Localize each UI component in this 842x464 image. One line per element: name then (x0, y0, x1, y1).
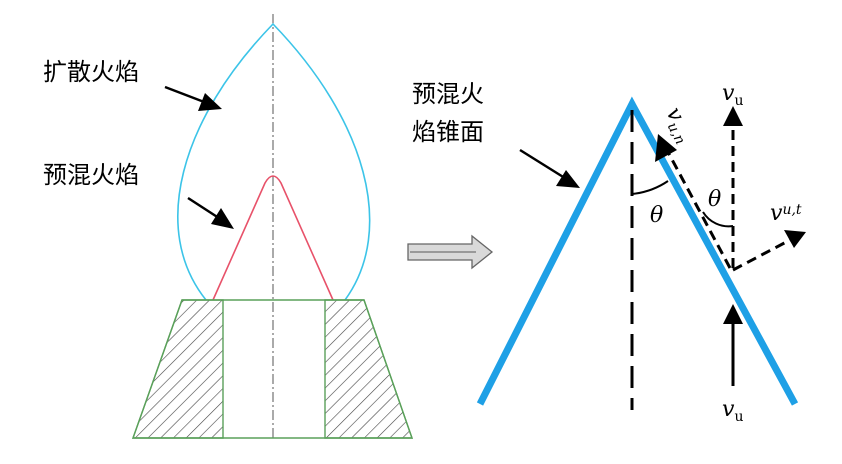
vu-bottom-label: vu (722, 397, 743, 425)
diffusion-flame-envelope (177, 22, 371, 301)
vut-label: vu,t (770, 201, 802, 226)
cone-surface-pointer (519, 148, 569, 182)
apex-angle-arc (631, 180, 669, 195)
premixed-flame-cone (212, 175, 334, 301)
cone-surface-pointer-head (556, 170, 580, 188)
vut-arrowhead (784, 230, 806, 248)
vut-vector (732, 238, 791, 272)
theta-decomposition-label: θ (708, 187, 721, 212)
left-burner-figure: 扩散火焰 预混火焰 (43, 14, 413, 441)
vu-top-label: vu (722, 81, 743, 109)
diffusion-flame-label: 扩散火焰 (43, 58, 139, 86)
theta-apex-label: θ (650, 203, 663, 228)
burner-outline (132, 299, 413, 439)
vun-vector (666, 151, 732, 269)
burner-wall-left (132, 299, 224, 439)
vu-lower-arrowhead (723, 304, 743, 324)
vu-upper-arrowhead (723, 106, 743, 126)
right-cone-figure: 预混火 焰锥面 θ θ vu vu,n vu,t vu (412, 80, 806, 425)
decomposition-angle-arc (702, 211, 734, 228)
transition-arrow (407, 234, 494, 270)
premixed-flame-pointer-head (211, 208, 234, 229)
cone-label-line1: 预混火 (412, 80, 484, 108)
vun-arrowhead (655, 134, 677, 162)
premixed-flame-label: 预混火焰 (43, 161, 139, 189)
burner-wall-right (324, 299, 413, 439)
diffusion-flame-pointer-head (198, 93, 222, 111)
flame-cone-surface (476, 96, 799, 406)
cone-label-line2: 焰锥面 (412, 118, 484, 146)
